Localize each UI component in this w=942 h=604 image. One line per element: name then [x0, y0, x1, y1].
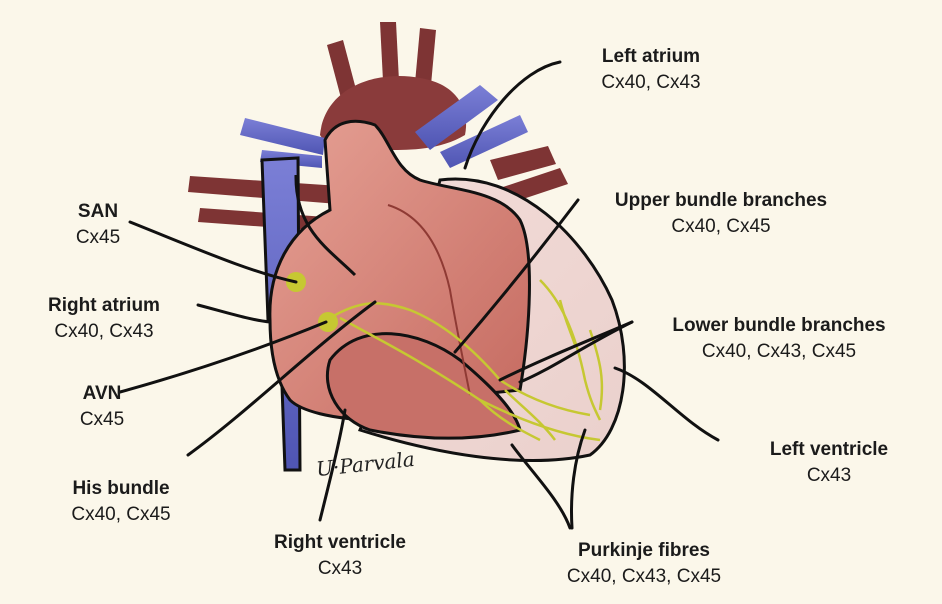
label-right-atrium-sub: Cx40, Cx43: [48, 319, 160, 345]
label-avn-title: AVN: [80, 381, 124, 407]
label-san: SAN Cx45: [76, 199, 120, 251]
label-left-atrium-sub: Cx40, Cx43: [601, 70, 700, 96]
label-left-ventricle-title: Left ventricle: [770, 437, 888, 463]
label-lower-bundle-sub: Cx40, Cx43, Cx45: [672, 339, 885, 365]
label-right-atrium: Right atrium Cx40, Cx43: [48, 293, 160, 345]
label-san-title: SAN: [76, 199, 120, 225]
label-his-bundle: His bundle Cx40, Cx45: [71, 476, 170, 528]
label-purkinje-title: Purkinje fibres: [567, 538, 721, 564]
label-upper-bundle-sub: Cx40, Cx45: [615, 214, 827, 240]
label-right-atrium-title: Right atrium: [48, 293, 160, 319]
label-left-ventricle-sub: Cx43: [770, 463, 888, 489]
label-avn-sub: Cx45: [80, 407, 124, 433]
label-lower-bundle: Lower bundle branches Cx40, Cx43, Cx45: [672, 313, 885, 365]
label-purkinje: Purkinje fibres Cx40, Cx43, Cx45: [567, 538, 721, 590]
label-san-sub: Cx45: [76, 225, 120, 251]
label-upper-bundle-title: Upper bundle branches: [615, 188, 827, 214]
label-purkinje-sub: Cx40, Cx43, Cx45: [567, 564, 721, 590]
label-right-ventricle: Right ventricle Cx43: [274, 530, 406, 582]
label-his-bundle-title: His bundle: [71, 476, 170, 502]
label-left-ventricle: Left ventricle Cx43: [770, 437, 888, 489]
pointer-left-ventricle: [615, 368, 718, 440]
label-upper-bundle: Upper bundle branches Cx40, Cx45: [615, 188, 827, 240]
avn-node: [318, 312, 338, 332]
label-avn: AVN Cx45: [80, 381, 124, 433]
label-left-atrium-title: Left atrium: [601, 44, 700, 70]
label-right-ventricle-sub: Cx43: [274, 556, 406, 582]
label-left-atrium: Left atrium Cx40, Cx43: [601, 44, 700, 96]
label-his-bundle-sub: Cx40, Cx45: [71, 502, 170, 528]
label-right-ventricle-title: Right ventricle: [274, 530, 406, 556]
pointer-right-atrium: [198, 305, 270, 322]
label-lower-bundle-title: Lower bundle branches: [672, 313, 885, 339]
